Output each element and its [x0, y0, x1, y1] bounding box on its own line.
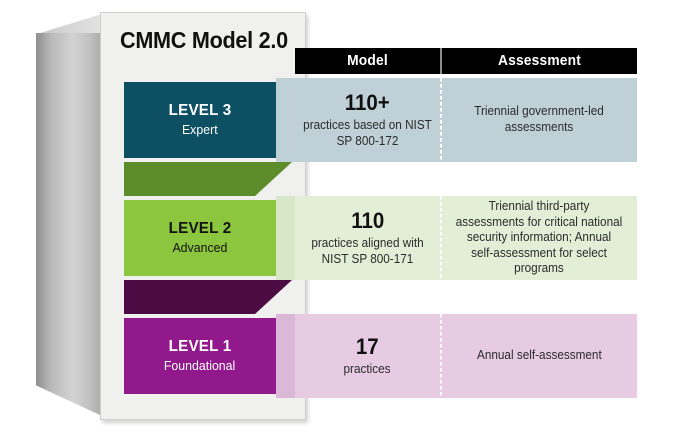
column-header-model: Model — [347, 53, 388, 69]
page-title: CMMC Model 2.0 — [120, 27, 288, 53]
level-block-3: LEVEL 3 Expert — [124, 82, 276, 158]
level-label-1: LEVEL 1 — [168, 337, 232, 355]
table-row-level-3: 110+ practices based on NIST SP 800-172 … — [295, 78, 637, 162]
cell-divider-level-2 — [440, 196, 442, 280]
model-text-level-2: practices aligned with NIST SP 800-171 — [311, 236, 424, 266]
cell-divider-level-1 — [440, 314, 442, 398]
level-name-2: Advanced — [172, 239, 228, 255]
level-block-2: LEVEL 2 Advanced — [124, 200, 276, 276]
level-name-3: Expert — [182, 121, 218, 137]
level-label-3: LEVEL 3 — [168, 101, 232, 119]
level-name-1: Foundational — [164, 357, 236, 373]
table-row-level-1: 17 practices Annual self-assessment — [295, 314, 637, 398]
model-text-level-3: practices based on NIST SP 800-172 — [303, 118, 432, 148]
practice-count-level-1: 17 — [356, 333, 379, 359]
assessment-text-level-3: Triennial government-led assessments — [474, 104, 604, 134]
model-cell-level-3: 110+ practices based on NIST SP 800-172 — [295, 78, 440, 162]
model-text-level-1: practices — [343, 361, 392, 376]
table-row-level-2: 110 practices aligned with NIST SP 800-1… — [295, 196, 637, 280]
assessment-cell-level-3: Triennial government-led assessments — [441, 78, 637, 162]
box-left-face — [36, 33, 102, 416]
model-cell-level-2: 110 practices aligned with NIST SP 800-1… — [295, 196, 440, 280]
assessment-text-level-1: Annual self-assessment — [476, 348, 602, 363]
assessment-text-level-2: Triennial third-party assessments for cr… — [455, 198, 623, 276]
assessment-cell-level-2: Triennial third-party assessments for cr… — [441, 196, 637, 280]
row-tint-level-2 — [276, 196, 295, 280]
practice-count-level-3: 110+ — [345, 90, 390, 116]
table-header-bar: Model Assessment — [295, 48, 637, 74]
row-tint-level-1 — [276, 314, 295, 398]
practice-count-level-2: 110 — [350, 208, 385, 234]
row-tint-level-3 — [276, 78, 295, 162]
level-block-1: LEVEL 1 Foundational — [124, 318, 276, 394]
model-cell-level-1: 17 practices — [295, 314, 440, 398]
assessment-cell-level-1: Annual self-assessment — [441, 314, 637, 398]
cell-divider-level-3 — [440, 78, 442, 162]
level-label-2: LEVEL 2 — [168, 219, 232, 237]
header-divider — [440, 48, 442, 74]
column-header-assessment: Assessment — [497, 53, 582, 69]
